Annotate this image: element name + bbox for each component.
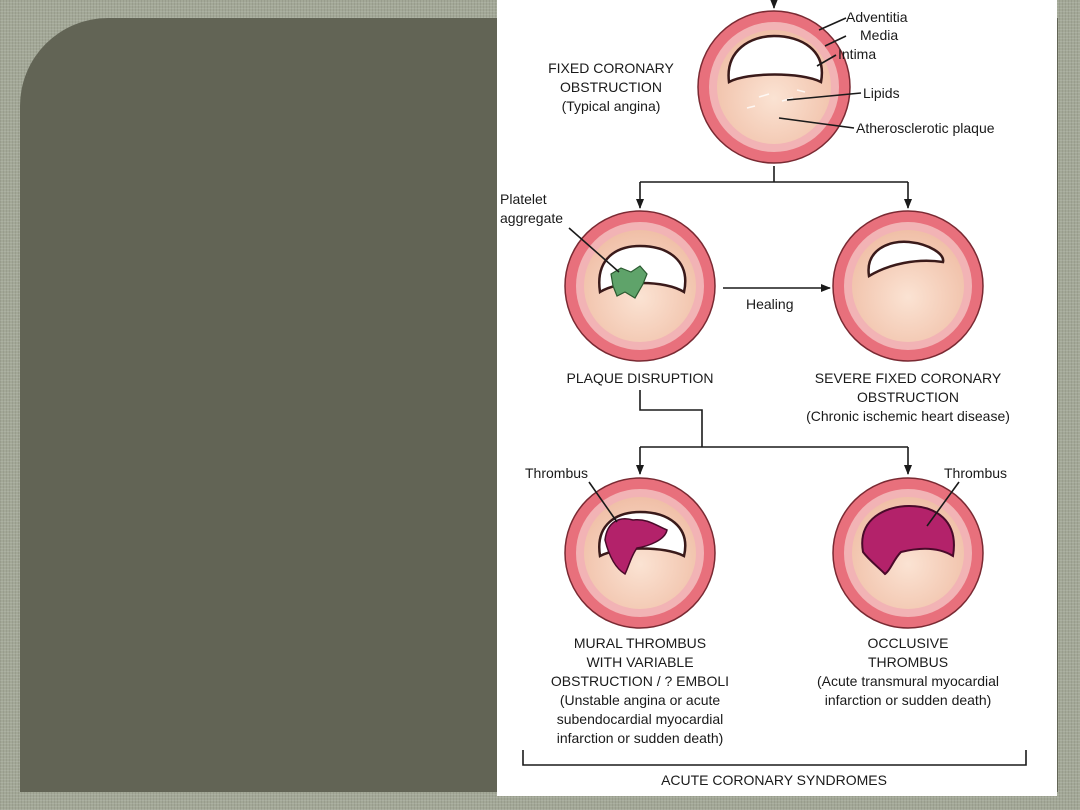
label-thrombus-left: Thrombus	[525, 465, 588, 481]
mural-line1: MURAL THROMBUS	[574, 635, 706, 651]
fixed-subtitle: (Typical angina)	[562, 98, 661, 114]
mural-line3: OBSTRUCTION / ? EMBOLI	[551, 673, 729, 689]
severe-line1: SEVERE FIXED CORONARY	[815, 370, 1002, 386]
label-healing: Healing	[746, 296, 793, 312]
label-lipids: Lipids	[863, 85, 900, 101]
coronary-diagram: Adventitia Media Intima Lipids Atheroscl…	[500, 0, 1027, 788]
vessel-occlusive-thrombus	[832, 477, 984, 629]
thrombus-icon	[604, 518, 668, 576]
label-atherosclerotic-plaque: Atherosclerotic plaque	[856, 120, 995, 136]
flow-connectors	[522, 0, 1027, 766]
vessel-plaque-disruption	[564, 210, 716, 362]
label-platelet: Platelet	[500, 191, 547, 207]
occlusive-line2: THROMBUS	[868, 654, 948, 670]
occlusive-line3: (Acute transmural myocardial	[817, 673, 999, 689]
occlusive-line1: OCCLUSIVE	[868, 635, 949, 651]
mural-line4: (Unstable angina or acute	[560, 692, 721, 708]
label-adventitia: Adventitia	[846, 9, 908, 25]
label-plaque-disruption: PLAQUE DISRUPTION	[566, 370, 713, 386]
diagram-figure: Adventitia Media Intima Lipids Atheroscl…	[497, 0, 1057, 796]
fixed-title-line2: OBSTRUCTION	[560, 79, 662, 95]
occlusive-line4: infarction or sudden death)	[825, 692, 992, 708]
label-thrombus-right: Thrombus	[944, 465, 1007, 481]
mural-line5: subendocardial myocardial	[557, 711, 724, 727]
label-aggregate: aggregate	[500, 210, 563, 226]
label-media: Media	[860, 27, 898, 43]
vessel-mural-thrombus	[564, 477, 716, 629]
severe-line2: OBSTRUCTION	[857, 389, 959, 405]
footer-acute-coronary-syndromes: ACUTE CORONARY SYNDROMES	[661, 772, 887, 788]
mural-line6: infarction or sudden death)	[557, 730, 724, 746]
vessel-severe-fixed	[832, 210, 984, 362]
fixed-title-line1: FIXED CORONARY	[548, 60, 674, 76]
severe-line3: (Chronic ischemic heart disease)	[806, 408, 1010, 424]
vessel-fixed-obstruction	[697, 10, 851, 164]
platelet-aggregate-icon	[610, 265, 648, 299]
mural-line2: WITH VARIABLE	[586, 654, 693, 670]
label-intima: Intima	[838, 46, 876, 62]
thrombus-icon	[861, 504, 955, 576]
